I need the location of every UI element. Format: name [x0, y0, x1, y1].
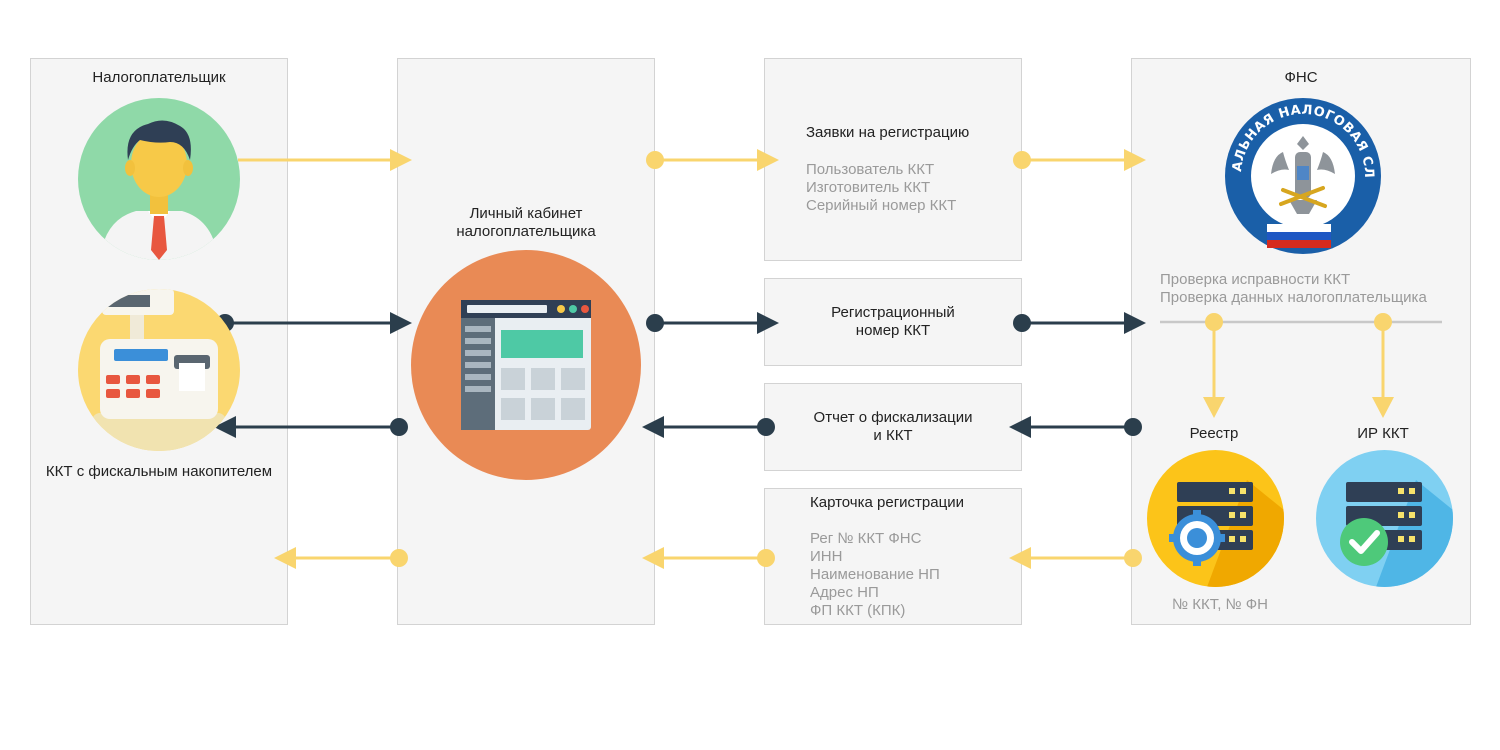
report-line2: и ККТ	[873, 427, 913, 444]
fns-check: Проверка исправности ККТ	[1160, 271, 1351, 288]
arrow-regnumber-to-fns	[1013, 312, 1146, 334]
cabinet-title-line1: Личный кабинет	[469, 205, 583, 222]
registry-note: № ККТ, № ФН	[1171, 596, 1269, 613]
arrow-fns-to-card	[1009, 547, 1142, 569]
ir-label: ИР ККТ	[1357, 425, 1409, 442]
application-item: Серийный номер ККТ	[806, 197, 957, 214]
arrow-fns-to-ir	[1372, 313, 1394, 418]
card-item: ФП ККТ (КПК)	[810, 602, 906, 619]
arrow-cabinet-to-application	[646, 149, 779, 171]
report-line1: Отчет о фискализации	[813, 409, 973, 426]
fns-check: Проверка данных налогоплательщика	[1160, 289, 1427, 306]
reg-number-box	[764, 278, 1022, 366]
card-item: Наименование НП	[810, 566, 940, 583]
server-check-icon	[1316, 450, 1453, 587]
card-item: Адрес НП	[810, 584, 879, 601]
arrow-report-to-cabinet	[642, 416, 775, 438]
cabinet-title-line2: налогоплательщика	[456, 223, 596, 240]
taxpayer-title: Налогоплательщик	[92, 69, 226, 86]
cash-register-icon	[78, 289, 240, 451]
arrow-application-to-fns	[1013, 149, 1146, 171]
card-box	[764, 488, 1022, 625]
browser-window-icon	[411, 250, 641, 480]
report-box	[764, 383, 1022, 471]
person-avatar-icon	[78, 98, 240, 260]
card-title: Карточка регистрации	[810, 494, 964, 511]
arrow-cabinet-to-regnumber	[646, 312, 779, 334]
arrow-card-to-cabinet	[642, 547, 775, 569]
arrow-kkt-to-cabinet	[216, 312, 412, 334]
arrow-cabinet-to-kkt	[214, 416, 408, 438]
arrow-taxpayer-to-cabinet	[238, 149, 412, 171]
application-box	[764, 58, 1022, 261]
arrow-fns-to-registry	[1203, 313, 1225, 418]
reg-number-line2: номер ККТ	[855, 322, 931, 339]
card-item: ИНН	[810, 548, 843, 565]
arrow-fns-to-report	[1009, 416, 1142, 438]
fns-title: ФНС	[1284, 69, 1318, 86]
fns-emblem-icon: ФЕДЕРАЛЬНАЯ НАЛОГОВАЯ СЛУЖБА	[1223, 96, 1381, 254]
application-item: Пользователь ККТ	[806, 161, 935, 178]
arrow-cabinet-to-taxpayer	[274, 547, 408, 569]
card-item: Рег № ККТ ФНС	[810, 530, 922, 547]
application-title: Заявки на регистрацию	[806, 124, 970, 141]
reg-number-line1: Регистрационный	[831, 304, 955, 321]
application-item: Изготовитель ККТ	[806, 179, 931, 196]
server-gear-icon	[1147, 450, 1284, 587]
registry-label: Реестр	[1189, 425, 1239, 442]
kkt-label: ККТ с фискальным накопителем	[45, 463, 273, 480]
